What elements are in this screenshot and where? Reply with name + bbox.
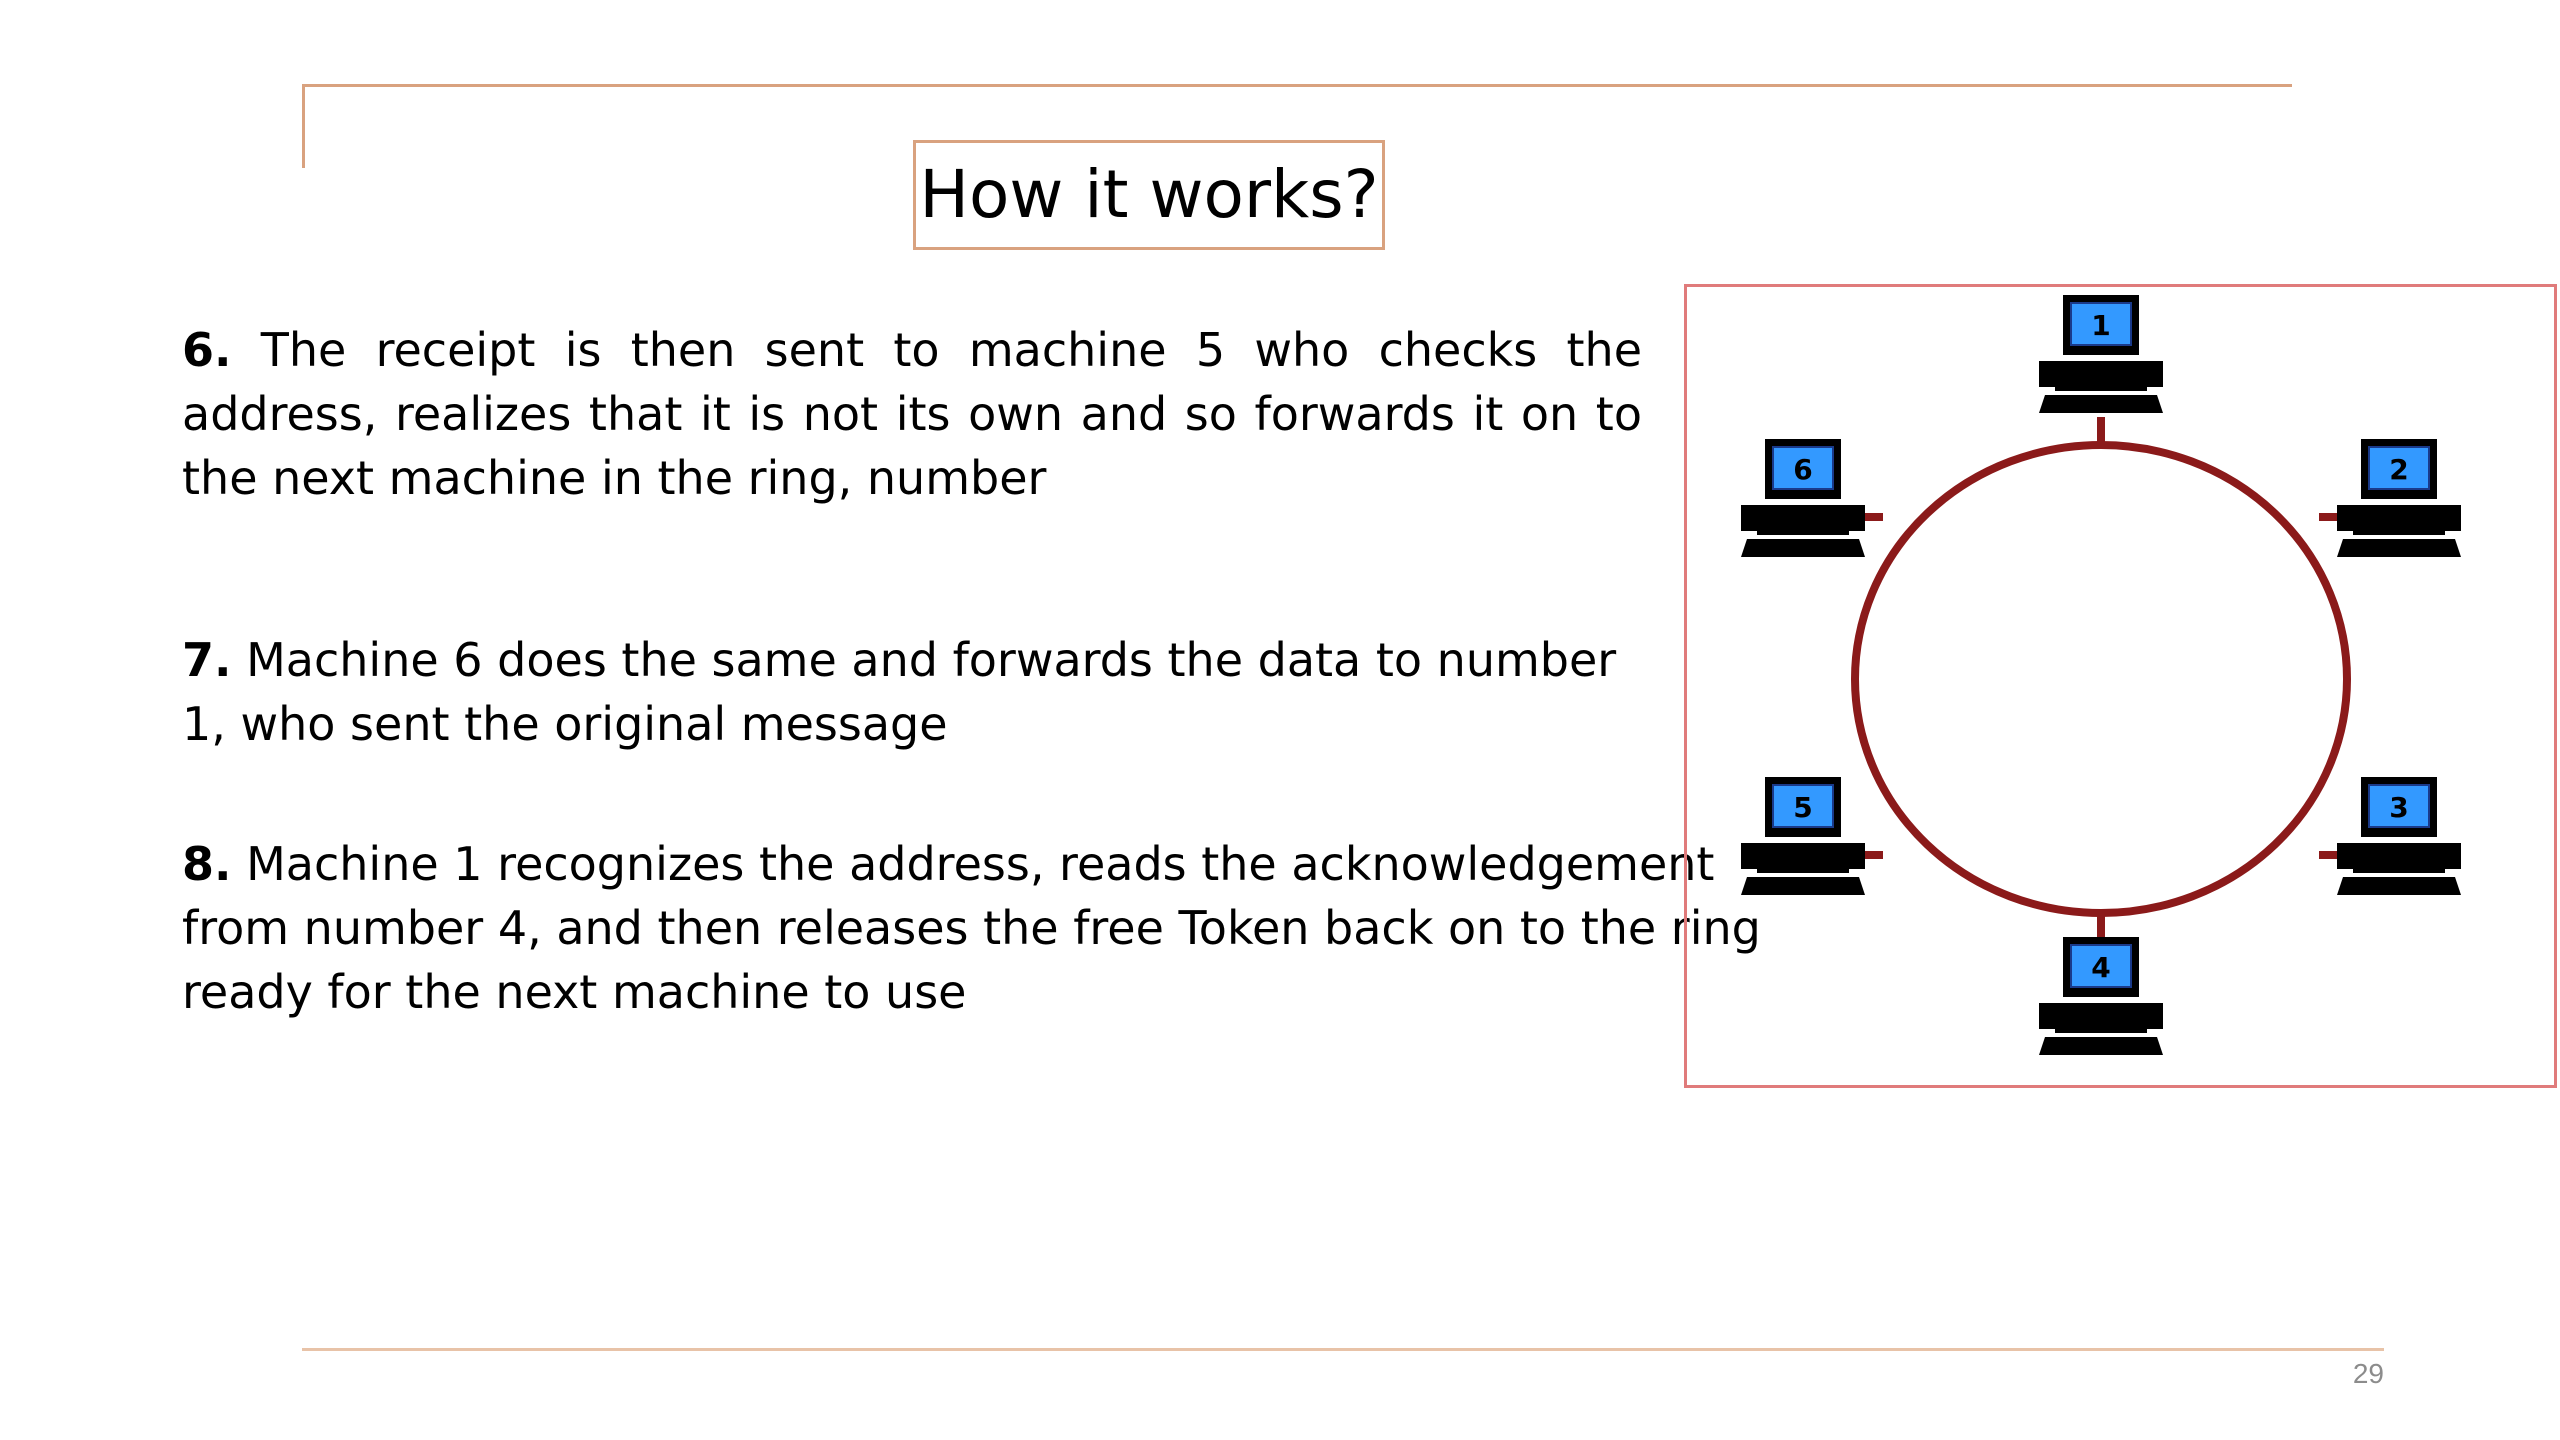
keyboard-gap-5: [1757, 869, 1849, 873]
step-6-text: The receipt is then sent to machine 5 wh…: [182, 323, 1642, 505]
page-title: How it works?: [919, 156, 1379, 233]
step-7-paragraph: 7. Machine 6 does the same and forwards …: [182, 628, 1642, 756]
computer-base-icon-1: [2039, 395, 2163, 413]
keyboard-icon-5: [1741, 843, 1865, 869]
machine-label-4: 4: [2091, 951, 2110, 984]
machine-label-1: 1: [2091, 309, 2110, 342]
step-7-text: Machine 6 does the same and forwards the…: [182, 633, 1617, 751]
machine-label-6: 6: [1793, 453, 1812, 486]
ring-cable: [1851, 441, 2351, 917]
keyboard-icon-6: [1741, 505, 1865, 531]
step-6-number: 6.: [182, 323, 232, 377]
step-6-paragraph: 6. The receipt is then sent to machine 5…: [182, 318, 1642, 510]
step-8-text: Machine 1 recognizes the address, reads …: [182, 837, 1761, 1019]
monitor-screen-3: [2368, 784, 2430, 828]
token-ring-diagram: 1 2 3 4 5 6: [1684, 284, 2557, 1088]
machine-label-5: 5: [1793, 791, 1812, 824]
computer-base-icon-2: [2337, 539, 2461, 557]
machine-label-3: 3: [2389, 791, 2408, 824]
computer-base-icon-6: [1741, 539, 1865, 557]
top-corner-rule: [302, 84, 305, 168]
monitor-screen-4: [2070, 944, 2132, 988]
title-box: How it works?: [913, 140, 1385, 250]
keyboard-gap-1: [2055, 387, 2147, 391]
keyboard-gap-2: [2353, 531, 2445, 535]
step-8-paragraph: 8. Machine 1 recognizes the address, rea…: [182, 832, 1782, 1024]
bottom-rule: [302, 1348, 2384, 1351]
keyboard-icon-1: [2039, 361, 2163, 387]
top-rule: [302, 84, 2292, 87]
keyboard-gap-6: [1757, 531, 1849, 535]
machine-label-2: 2: [2389, 453, 2408, 486]
computer-base-icon-3: [2337, 877, 2461, 895]
keyboard-gap-4: [2055, 1029, 2147, 1033]
token-ring-svg: 1 2 3 4 5 6: [1741, 295, 2461, 1055]
monitor-screen-1: [2070, 302, 2132, 346]
step-7-number: 7.: [182, 633, 232, 687]
keyboard-gap-3: [2353, 869, 2445, 873]
keyboard-icon-4: [2039, 1003, 2163, 1029]
keyboard-icon-3: [2337, 843, 2461, 869]
computer-base-icon-4: [2039, 1037, 2163, 1055]
step-8-number: 8.: [182, 837, 232, 891]
monitor-screen-2: [2368, 446, 2430, 490]
keyboard-icon-2: [2337, 505, 2461, 531]
monitor-screen-6: [1772, 446, 1834, 490]
monitor-screen-5: [1772, 784, 1834, 828]
page-number: 29: [2352, 1358, 2384, 1389]
computer-base-icon-5: [1741, 877, 1865, 895]
